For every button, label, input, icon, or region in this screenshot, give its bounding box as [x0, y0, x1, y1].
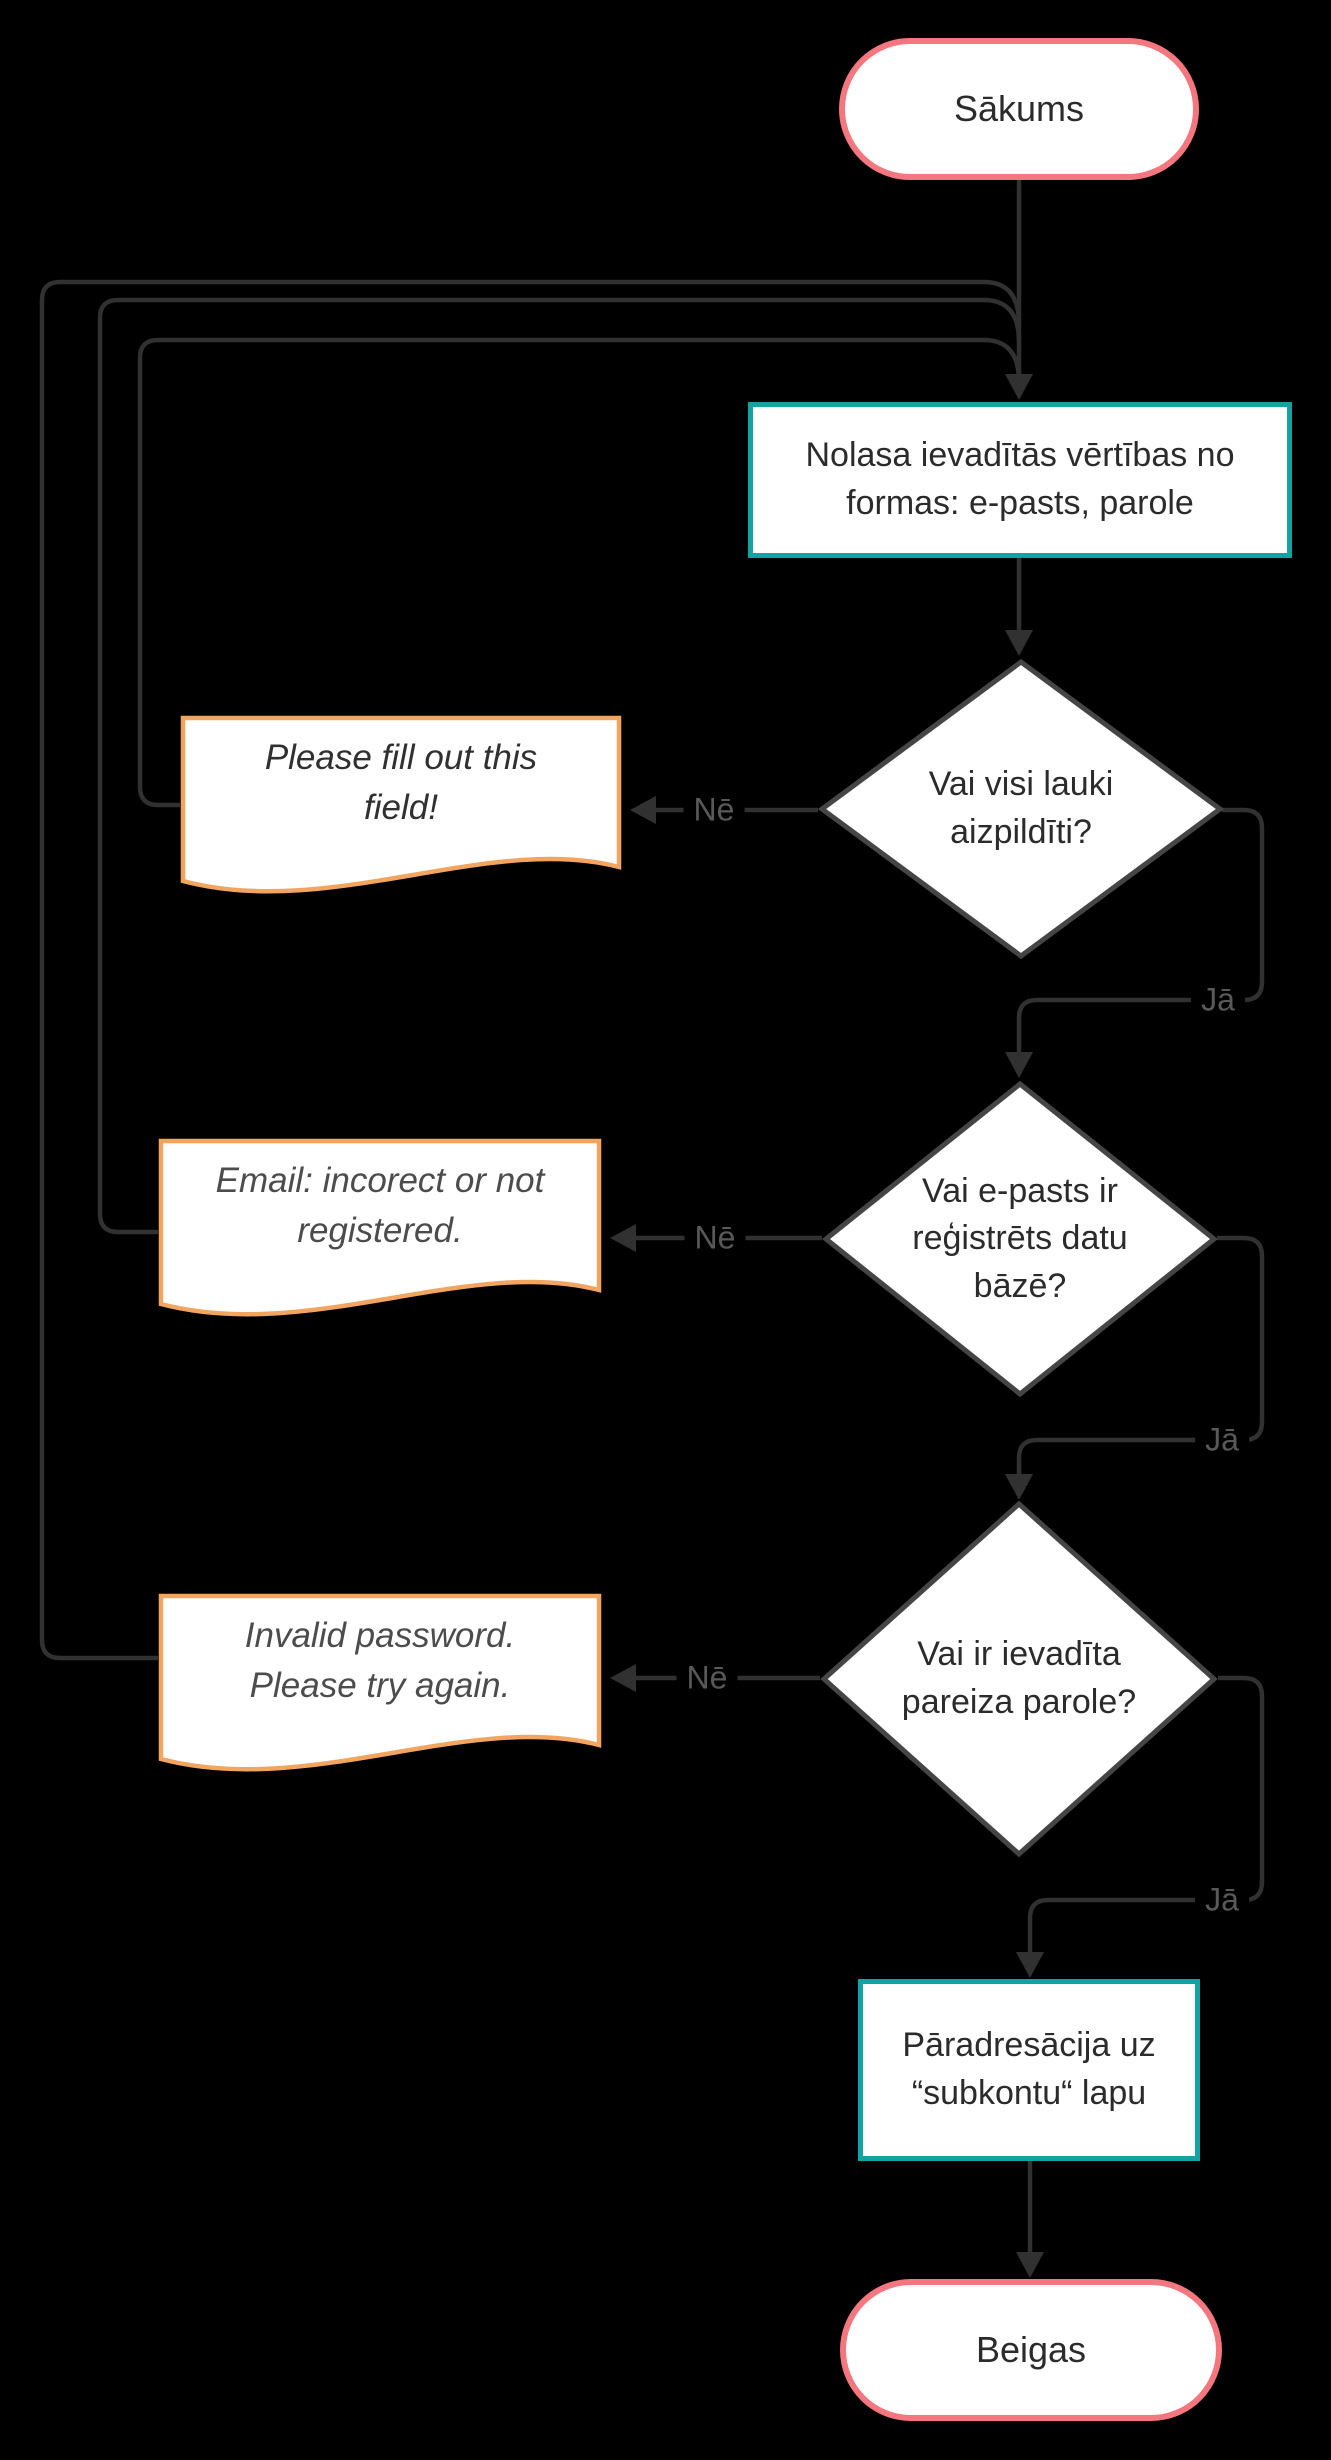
arrowhead-into-redirect	[1016, 1952, 1044, 1978]
end-node: Beigas	[840, 2279, 1222, 2421]
arrowhead-into-read	[1005, 374, 1033, 400]
decision-email-registered: Vai e-pasts ir reģistrēts datu bāzē?	[822, 1080, 1218, 1398]
process-read-form: Nolasa ievadītās vērtības no formas: e-p…	[748, 402, 1292, 558]
edge-label-no-3: Nē	[676, 1657, 738, 1699]
document-shape	[158, 1138, 602, 1317]
process-redirect-subaccount: Pāradresācija uz “subkontu“ lapu	[858, 1979, 1200, 2161]
start-node-label: Sākums	[953, 88, 1085, 129]
document-password-error-label: Invalid password. Please try again.	[244, 1615, 516, 1706]
arrowhead-into-d3	[1005, 1474, 1033, 1500]
process-read-form-label: Nolasa ievadītās vērtības no formas: e-p…	[805, 436, 1235, 522]
decision-fields-filled: Vai visi lauki aizpildīti?	[818, 658, 1224, 960]
edge-label-yes-1: Jā	[1191, 979, 1245, 1021]
arrowhead-into-doc1	[630, 796, 656, 824]
process-redirect-subaccount-label: Pāradresācija uz “subkontu“ lapu	[902, 2026, 1156, 2112]
decision-password-correct-label: Vai ir ievadīta pareiza parole?	[901, 1635, 1137, 1721]
edge-doc2-loop-to-read	[97, 297, 1022, 1235]
edge-label-yes-2: Jā	[1195, 1419, 1249, 1461]
edge-d3-yes-to-redirect	[1027, 1675, 1265, 1952]
document-fill-field-warning-label: Please fill out this field!	[264, 737, 538, 828]
document-shape	[180, 715, 622, 894]
diamond-shape	[818, 658, 1224, 960]
edge-doc1-loop-to-read	[137, 337, 1022, 808]
end-node-label: Beigas	[975, 2329, 1087, 2370]
document-email-error-label: Email: incorect or not registered.	[215, 1160, 545, 1251]
edge-d2-yes-to-d3	[1016, 1235, 1265, 1474]
arrowhead-into-end	[1016, 2252, 1044, 2278]
edge-label-yes-3: Jā	[1195, 1879, 1249, 1921]
document-shape	[158, 1593, 602, 1772]
edge-label-no-1: Nē	[683, 789, 745, 831]
edge-label-no-2: Nē	[684, 1217, 746, 1259]
decision-email-registered-label: Vai e-pasts ir reģistrēts datu bāzē?	[912, 1171, 1128, 1305]
edge-d1-yes-to-d2	[1016, 807, 1265, 1052]
start-node: Sākums	[839, 38, 1199, 180]
document-email-error: Email: incorect or not registered.	[158, 1138, 602, 1318]
document-fill-field-warning: Please fill out this field!	[180, 715, 622, 895]
diamond-shape	[820, 1500, 1218, 1858]
edge-doc3-loop-to-read	[39, 279, 1022, 1661]
arrowhead-into-doc2	[610, 1224, 636, 1252]
arrowhead-into-d2	[1005, 1052, 1033, 1078]
diamond-shape	[822, 1080, 1218, 1398]
arrowhead-into-doc3	[610, 1664, 636, 1692]
decision-fields-filled-label: Vai visi lauki aizpildīti?	[928, 765, 1114, 851]
document-password-error: Invalid password. Please try again.	[158, 1593, 602, 1773]
decision-password-correct: Vai ir ievadīta pareiza parole?	[820, 1500, 1218, 1858]
arrowhead-into-d1	[1005, 630, 1033, 656]
